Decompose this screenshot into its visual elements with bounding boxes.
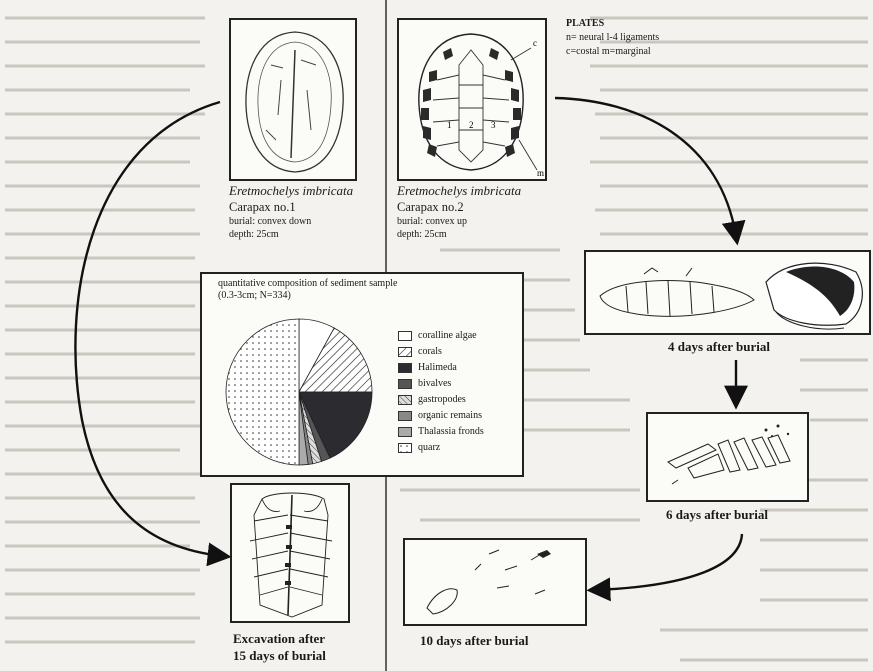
arrow-carapax2-to-4days [555,98,736,236]
arrow-6days-to-10days [596,534,742,590]
arrow-carapax1-to-excavation [75,102,222,556]
